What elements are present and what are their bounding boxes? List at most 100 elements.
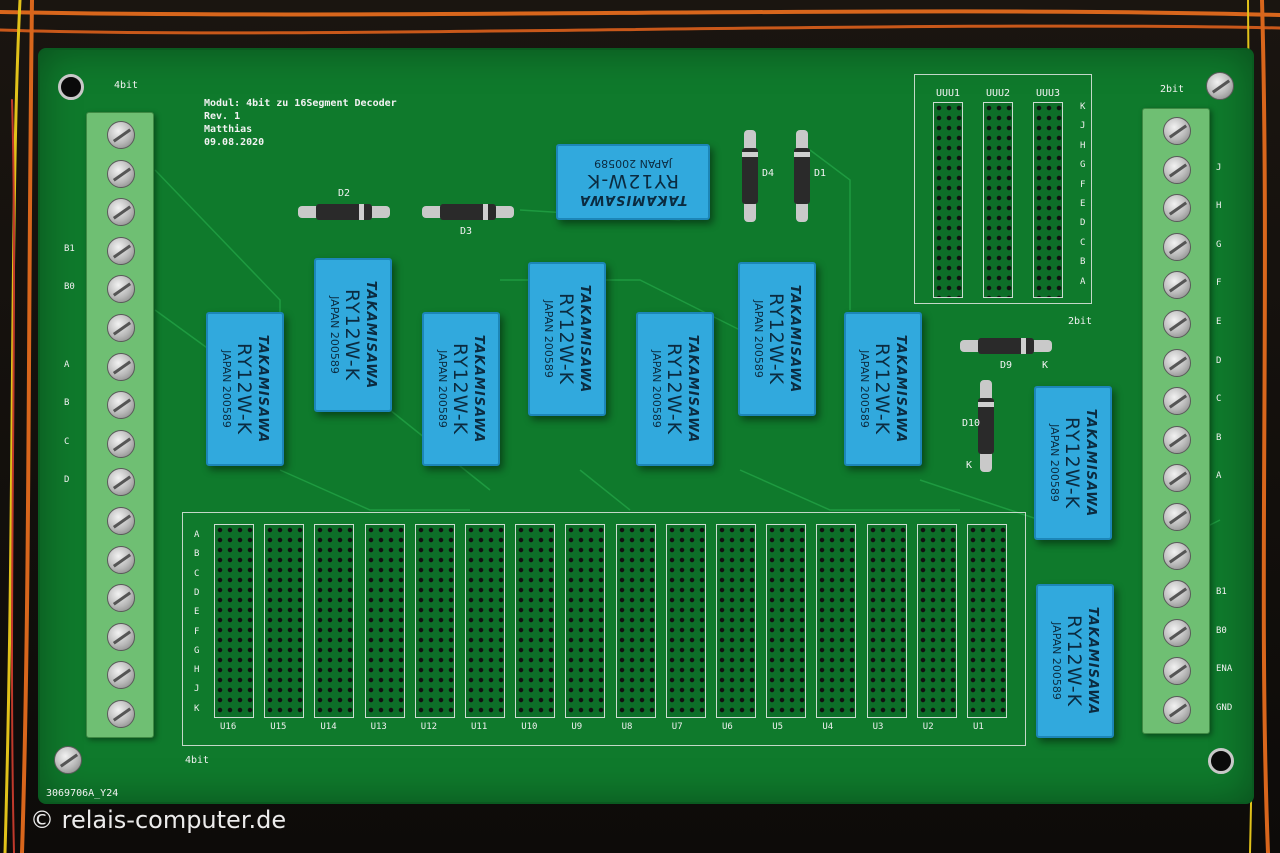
terminal-label: D [64,475,70,486]
matrix-row-label: K [194,703,200,714]
upper-row-label: F [1080,179,1086,190]
unit-pin-grid [565,524,606,718]
upper-header-outline [914,74,1092,304]
relay-model: RY12W-K [663,342,685,436]
relay-model: RY12W-K [1063,614,1085,708]
unit-label: U13 [370,722,387,732]
unit-pin-grid [816,524,857,718]
unit-pin-grid [364,524,405,718]
title-line: 09.08.2020 [204,137,265,148]
matrix-row-label: H [194,665,200,676]
diode-label: D2 [338,188,351,199]
upper-row-label: E [1080,199,1086,209]
terminal-screw [107,584,135,613]
diode [960,338,1052,354]
matrix-row-label: D [194,587,200,598]
unit-label: U11 [471,722,488,732]
terminal-screw [1163,696,1191,724]
title-line: Matthias [204,124,253,135]
terminal-label: B [1216,432,1222,443]
terminal-screw [107,391,135,420]
bottom-left-label: 4bit [185,755,210,766]
mounting-screw [54,746,82,774]
unit-label: U2 [922,722,934,732]
relay-brand: TAKAMISAWA [578,192,688,207]
terminal-screw [1163,194,1191,223]
two-bit-label: 2bit [1068,316,1093,327]
terminal-label: C [64,436,70,447]
terminal-screw [1163,310,1191,338]
terminal-label: B0 [1216,625,1227,636]
terminal-label: F [1216,278,1222,289]
upper-pin-grid [1033,102,1063,298]
terminal-label: B1 [1216,587,1227,598]
upper-header-label: UUU2 [986,88,1011,99]
unit-label: U3 [872,722,884,732]
unit-pin-grid [916,524,957,718]
relay-origin: JAPAN 200589 [594,157,672,170]
terminal-label: J [1216,162,1222,173]
terminal-screw [1163,503,1191,531]
left-terminal-block [86,112,154,738]
diode-label: D3 [460,226,473,237]
relay-origin: JAPAN 200589 [436,350,449,428]
terminal-screw [107,429,135,458]
terminal-label: A [64,359,70,370]
terminal-screw [107,236,135,265]
upper-row-label: G [1080,160,1086,171]
relay-brand: TAKAMISAWA [893,334,908,444]
unit-pin-grid [264,524,305,718]
right-terminal-block [1142,108,1210,734]
upper-row-label: D [1080,218,1086,229]
diode [298,204,390,220]
upper-pin-grid [933,102,963,298]
diode [422,204,514,220]
relay-brand: TAKAMISAWA [577,284,592,394]
unit-pin-grid [665,524,706,718]
terminal-screw [107,275,135,304]
unit-label: U7 [671,722,683,732]
cathode-label: K [966,460,973,471]
relay-origin: JAPAN 200589 [328,296,341,374]
terminal-screw [1163,348,1191,377]
unit-label: U16 [220,722,237,732]
unit-label: U6 [722,722,733,732]
upper-row-label: C [1080,237,1086,248]
terminal-label: H [1216,201,1222,212]
pcb-board: Modul: 4bit zu 16Segment Decoder Rev. 1 … [40,50,1252,802]
unit-label: U9 [571,722,583,732]
unit-pin-grid [465,524,505,718]
terminal-screw [107,507,135,535]
terminal-screw [1163,464,1191,493]
diode-label: D10 [962,418,981,429]
decoder-matrix-outline [182,512,1026,746]
unit-pin-grid [967,524,1007,718]
terminal-label: A [1216,471,1222,482]
relay-origin: JAPAN 200589 [858,350,871,428]
unit-label: U1 [973,722,984,732]
relay-model: RY12W-K [449,342,471,436]
terminal-label: B1 [64,243,75,254]
matrix-row-label: J [194,684,200,695]
unit-pin-grid [414,524,455,718]
relay-origin: JAPAN 200589 [752,300,765,378]
relay-brand: TAKAMISAWA [685,334,700,444]
terminal-label: D [1216,355,1222,366]
upper-row-label: K [1080,102,1086,112]
terminal-label: GND [1216,703,1233,713]
terminal-label: E [1216,317,1222,327]
diode [794,130,810,222]
relay-model: RY12W-K [586,170,680,192]
title-line: Modul: 4bit zu 16Segment Decoder [204,98,397,109]
diode [742,130,758,222]
unit-pin-grid [766,524,807,718]
terminal-label: B0 [64,282,75,293]
upper-row-label: B [1080,257,1086,268]
